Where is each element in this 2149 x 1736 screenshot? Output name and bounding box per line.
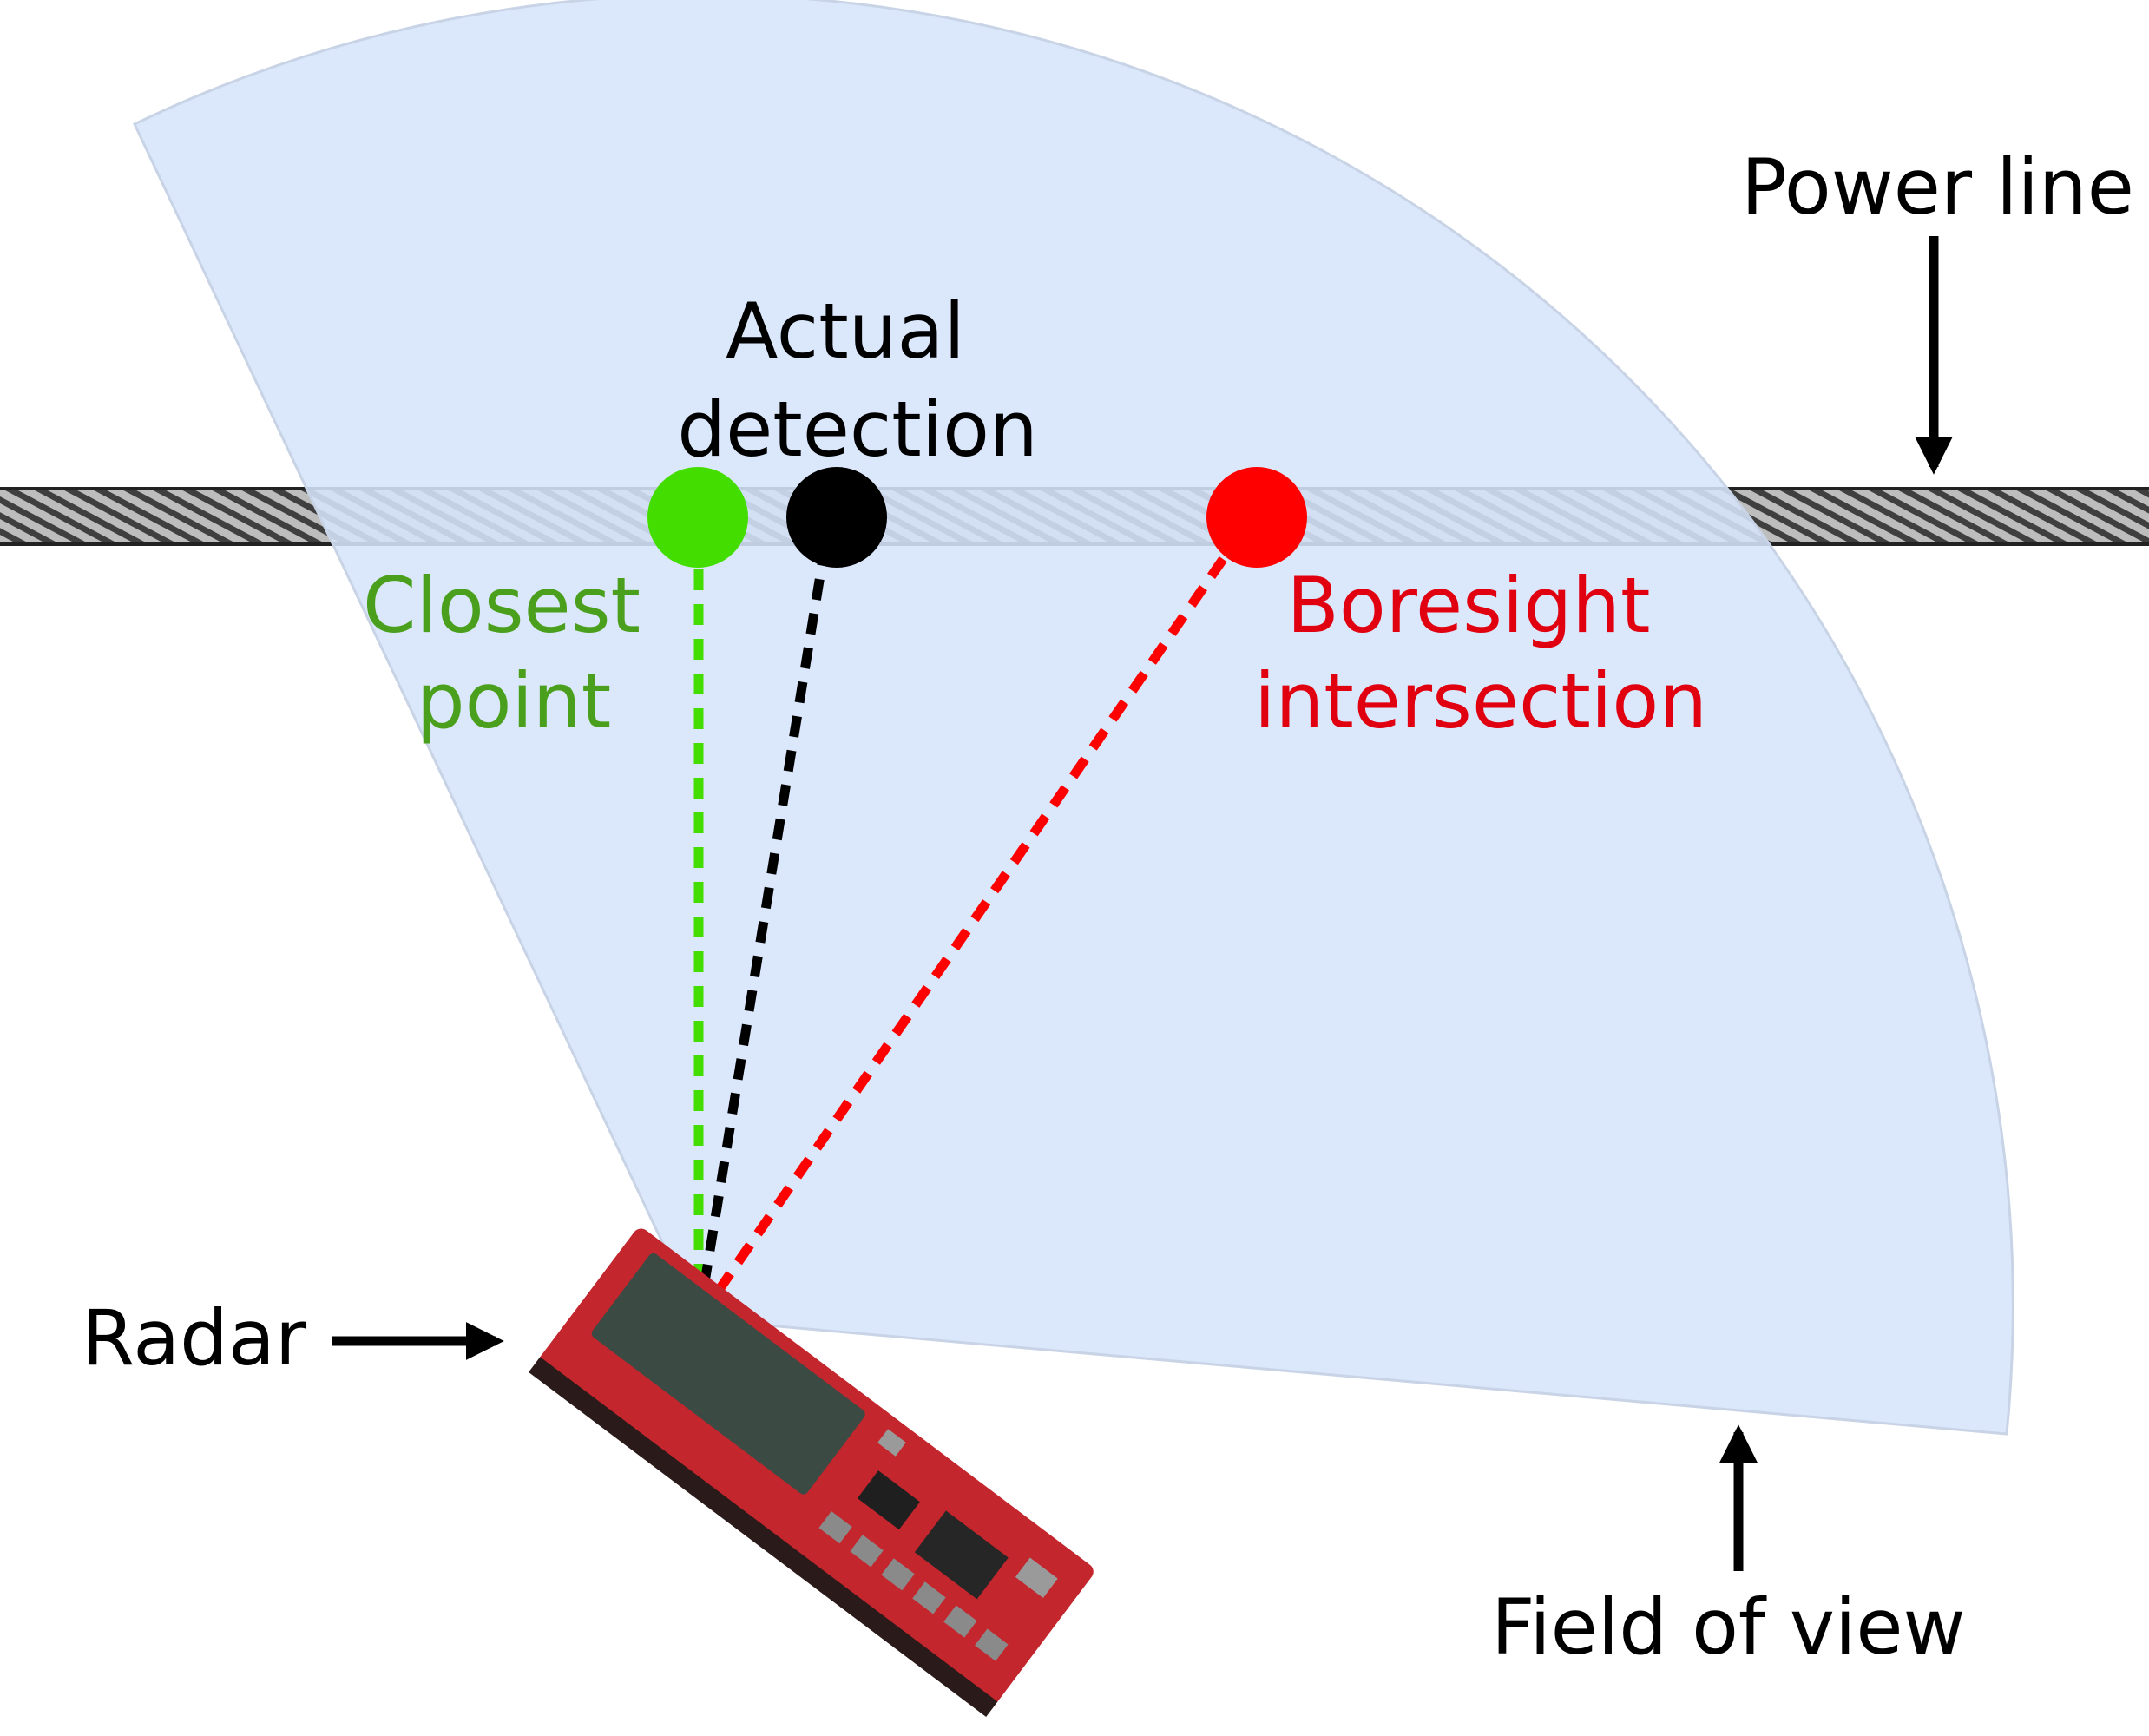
field-of-view-wedge	[133, 0, 2014, 1436]
actual-detection-label: Actual detection	[677, 286, 1038, 474]
boresight-intersection-marker	[1206, 467, 1307, 568]
boresight-intersection-label: Boresight intersection	[1254, 561, 1707, 746]
closest-point-marker	[647, 467, 748, 568]
power-line-label: Power line	[1741, 142, 2134, 232]
actual-detection-ray	[693, 537, 831, 1320]
radar-board-icon	[529, 1228, 1094, 1718]
actual-detection-marker	[786, 467, 887, 568]
radar-label: Radar	[82, 1293, 307, 1383]
closest-point-label: Closest point	[363, 561, 665, 746]
field-of-view-label: Field of view	[1491, 1582, 1966, 1672]
boresight-ray	[694, 552, 1230, 1323]
